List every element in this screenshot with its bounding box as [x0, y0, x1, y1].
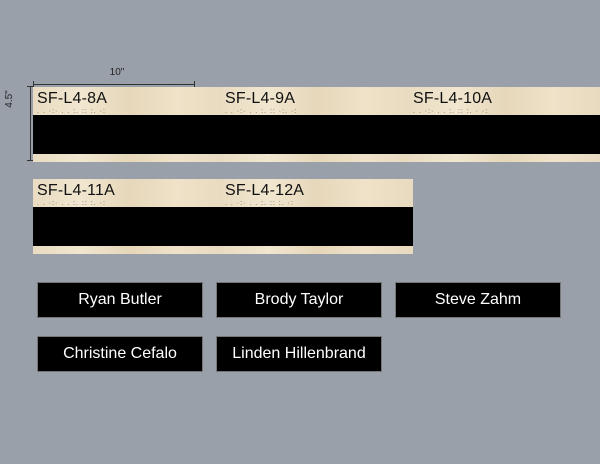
braille-text: . . ·:· . . :. :: :. ·: — [225, 200, 294, 207]
name-plate: Linden Hillenbrand — [216, 336, 382, 372]
room-sign: SF-L4-9A . . ·:· . . :. :: ·:. ·: — [221, 87, 413, 162]
room-number: SF-L4-10A — [413, 90, 493, 107]
room-sign: SF-L4-12A . . ·:· . . :. :: :. ·: — [221, 179, 413, 254]
room-number: SF-L4-9A — [225, 90, 296, 107]
name-plate: Christine Cefalo — [37, 336, 203, 372]
name-insert-area — [221, 115, 413, 154]
name-insert-area — [33, 115, 225, 154]
braille-text: . . ·:· . . :. :: :. ·: — [37, 200, 106, 207]
room-number: SF-L4-8A — [37, 90, 108, 107]
braille-text: . . ·:· . . :. :: :. ·: — [37, 108, 106, 115]
width-dimension-label: 10" — [109, 67, 125, 78]
room-number: SF-L4-11A — [37, 182, 115, 199]
height-dimension-line — [27, 86, 34, 161]
braille-text: . . ·:· . . :. :: ·:. ·: — [225, 108, 298, 115]
name-insert-area — [221, 207, 413, 246]
name-plate: Ryan Butler — [37, 282, 203, 318]
braille-text: . . ·:· . . :. :: :. · ·: — [413, 108, 489, 115]
name-plate: Brody Taylor — [216, 282, 382, 318]
name-insert-area — [409, 115, 600, 154]
name-insert-area — [33, 207, 225, 246]
room-sign: SF-L4-8A . . ·:· . . :. :: :. ·: — [33, 87, 225, 162]
room-sign: SF-L4-11A . . ·:· . . :. :: :. ·: — [33, 179, 225, 254]
room-number: SF-L4-12A — [225, 182, 305, 199]
width-dimension-line — [33, 81, 195, 88]
name-plate: Steve Zahm — [395, 282, 561, 318]
height-dimension-label: 4.5" — [4, 90, 15, 108]
room-sign: SF-L4-10A . . ·:· . . :. :: :. · ·: — [409, 87, 600, 162]
